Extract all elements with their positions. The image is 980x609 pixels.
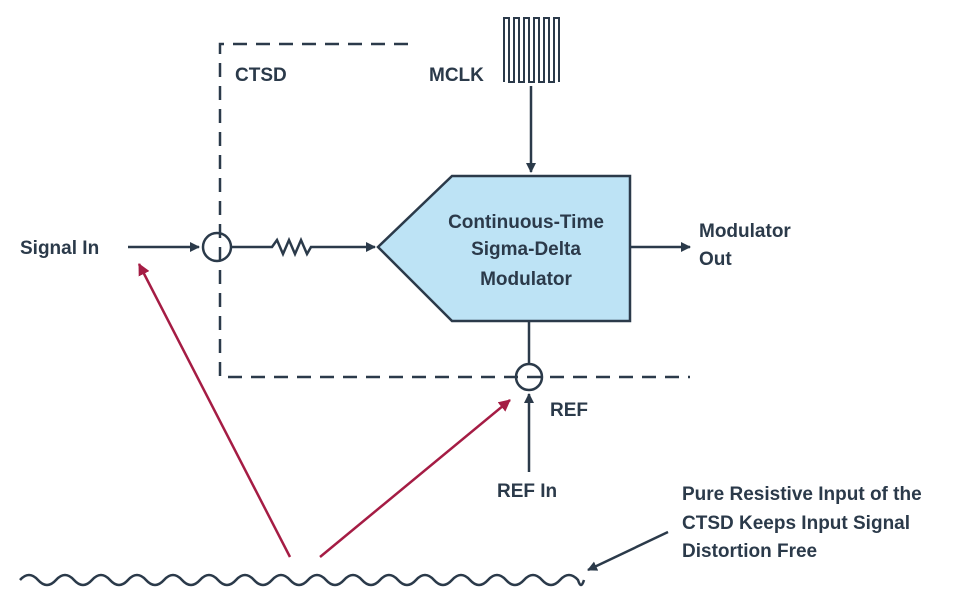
- modulator-block: [376, 174, 632, 323]
- modulator-title-line1: Continuous-Time: [448, 212, 604, 233]
- modulator-out-label-line1: Modulator: [699, 221, 791, 242]
- input-resistor: [231, 236, 322, 258]
- note-line1: Pure Resistive Input of the: [682, 484, 922, 505]
- ctsd-boundary: [218, 42, 690, 379]
- ref-in-label: REF In: [497, 481, 557, 502]
- note-line3: Distortion Free: [682, 541, 817, 562]
- modulator-title-line3: Modulator: [480, 269, 572, 290]
- note-line2: CTSD Keeps Input Signal: [682, 513, 910, 534]
- mclk-clock-icon: [503, 17, 560, 83]
- wavy-line: [19, 573, 586, 587]
- note-arrow: [587, 530, 669, 572]
- mclk-label: MCLK: [429, 65, 484, 86]
- ref-label: REF: [550, 400, 588, 421]
- signal-in-label: Signal In: [20, 238, 99, 259]
- modulator-title-line2: Sigma-Delta: [471, 239, 581, 260]
- annotation-arrow-signal: [137, 263, 292, 558]
- input-summing-node: [201, 231, 233, 263]
- ref-summing-node: [514, 362, 544, 392]
- ctsd-label: CTSD: [235, 65, 287, 86]
- modulator-out-label-line2: Out: [699, 249, 732, 270]
- annotation-arrow-ref: [319, 399, 511, 558]
